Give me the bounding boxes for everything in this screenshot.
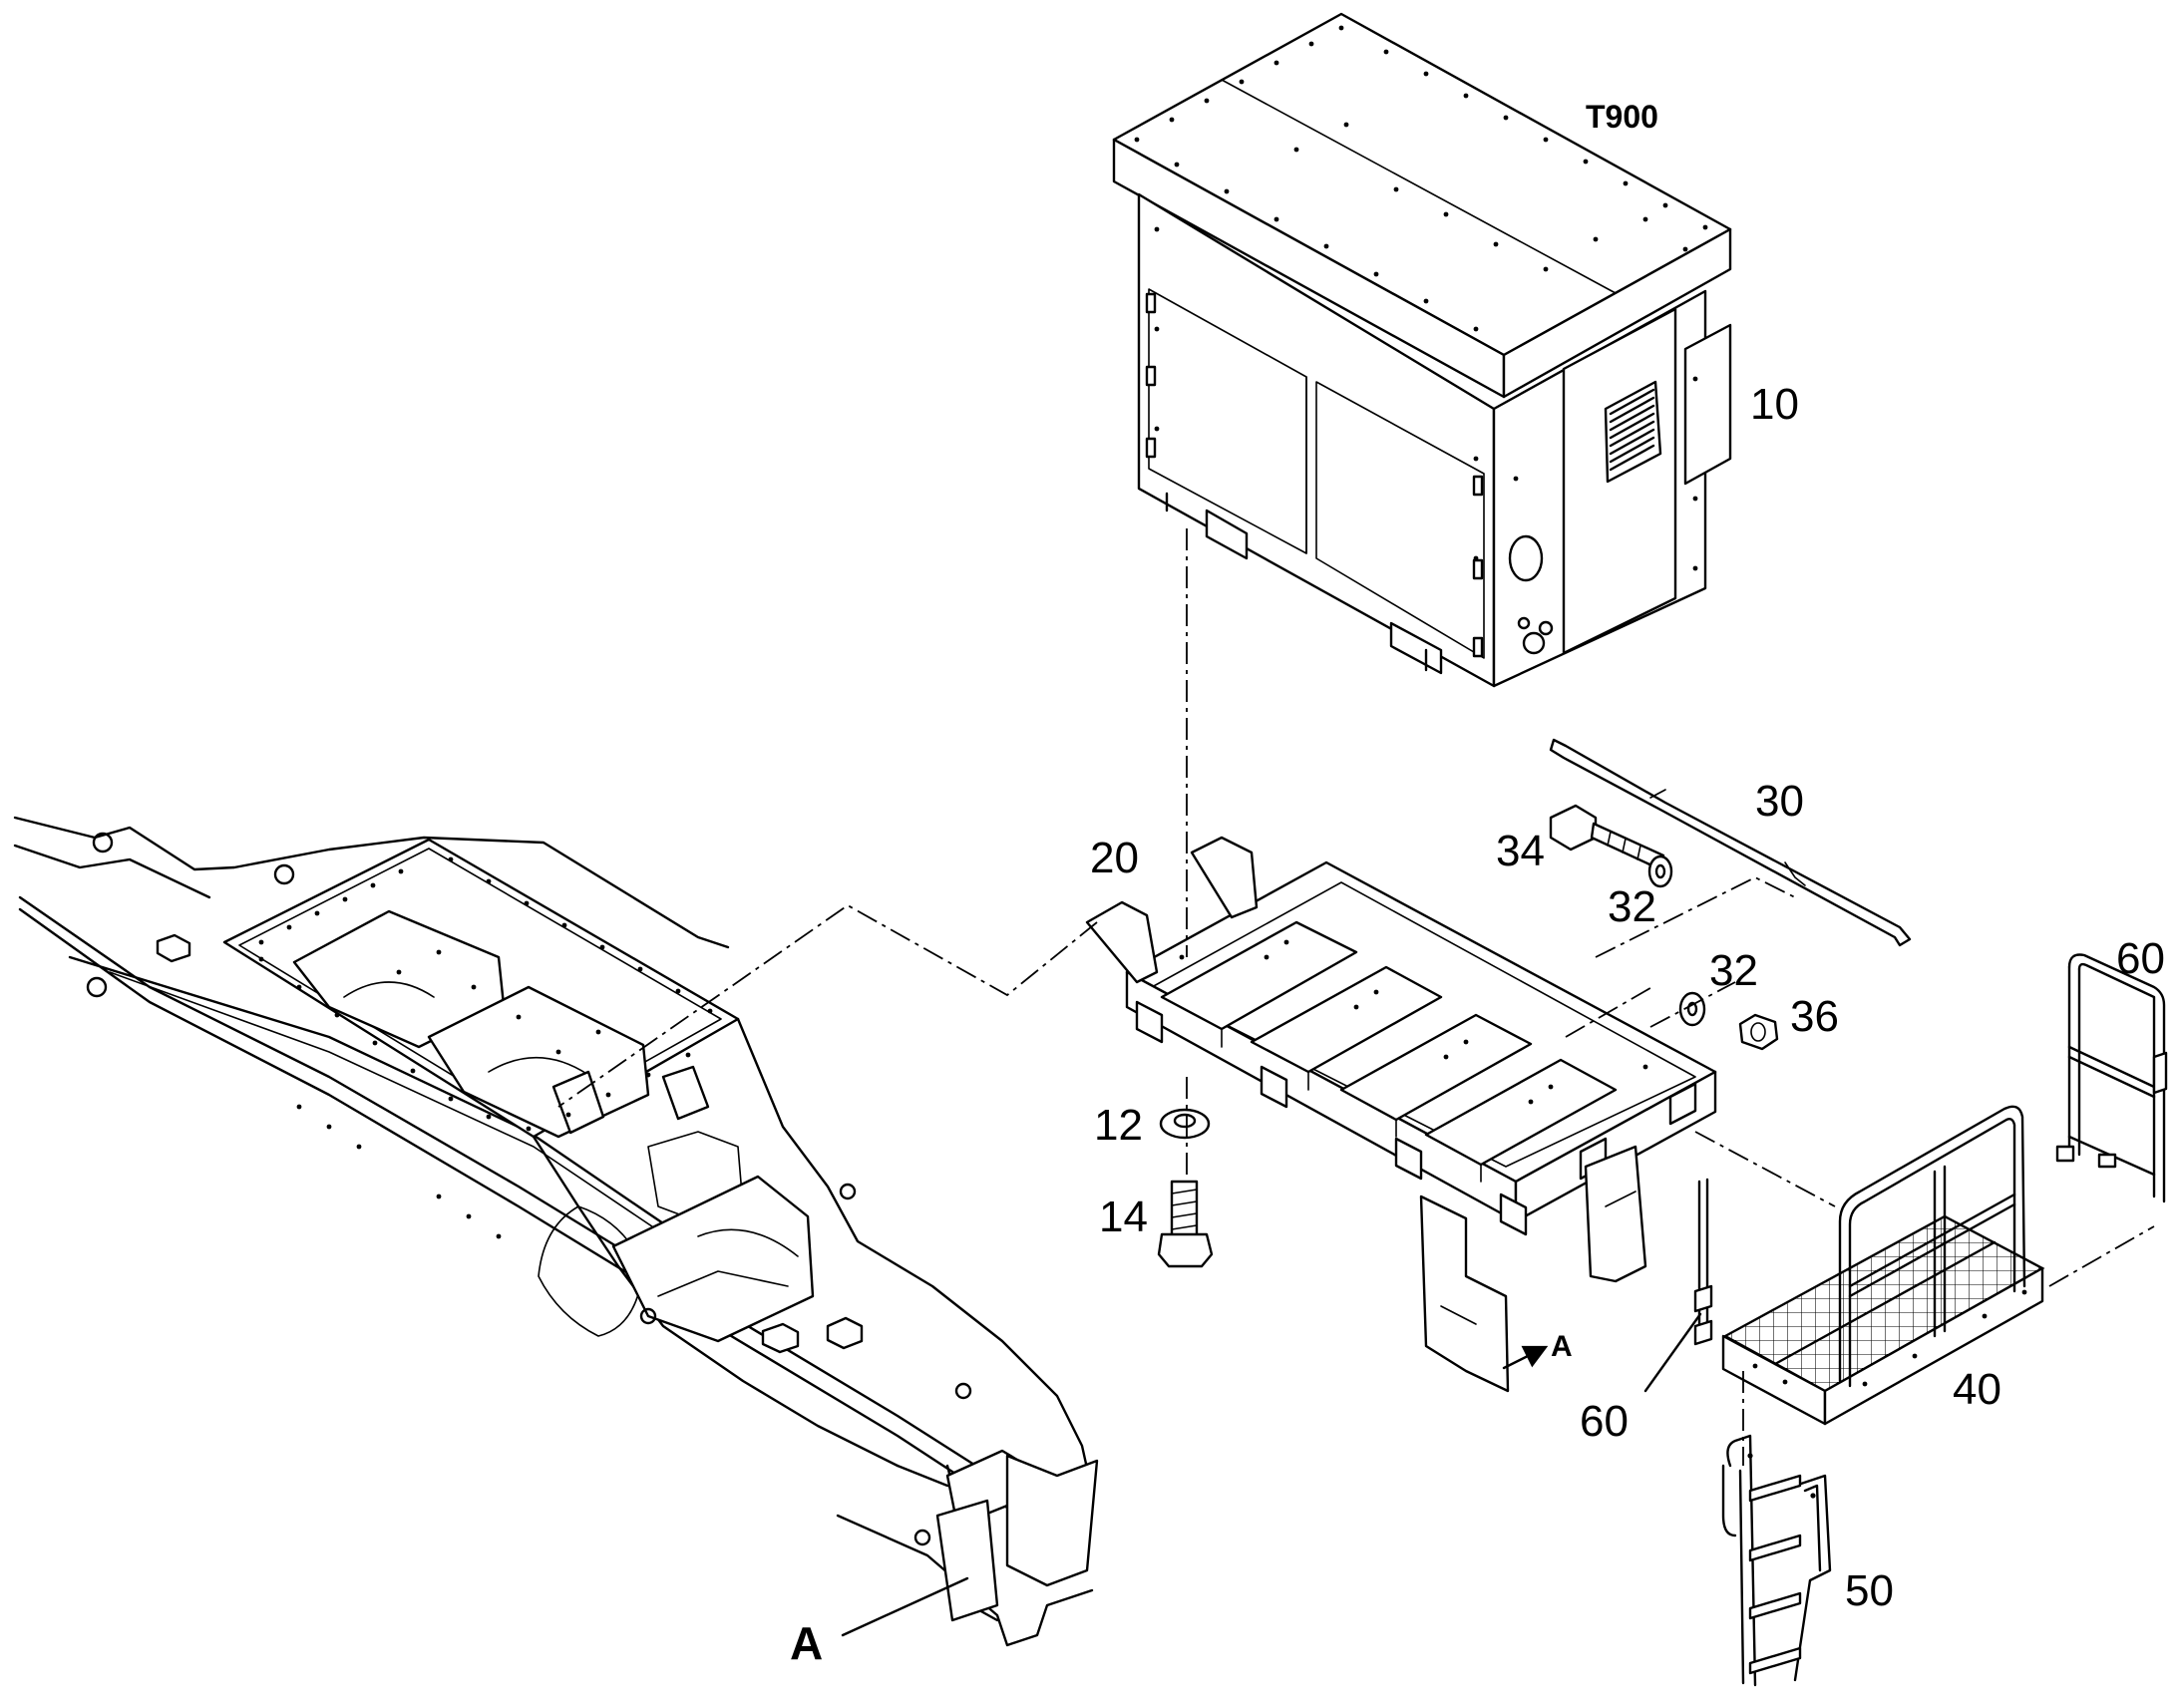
- cover-strip: [1549, 738, 1912, 947]
- callout-20: 20: [1090, 834, 1139, 882]
- vent-louvre: [1609, 388, 1655, 472]
- callout-32-lower: 32: [1709, 946, 1758, 995]
- electrical-cabinet: [1112, 12, 1732, 688]
- walkway-platform: [1721, 1105, 2045, 1426]
- callout-30: 30: [1755, 777, 1804, 826]
- view-marker-A: A: [790, 1617, 823, 1669]
- leader-line-A: [841, 1576, 969, 1637]
- callout-12: 12: [1094, 1101, 1143, 1150]
- cabinet-title: T900: [1586, 99, 1658, 135]
- callout-32-upper: 32: [1608, 882, 1656, 931]
- chassis-frame: [13, 816, 1099, 1647]
- top-plate-rivets: [258, 856, 713, 1239]
- side-handrail: [2055, 953, 2168, 1203]
- callout-34: 34: [1496, 827, 1545, 875]
- fasteners-upper: [1549, 804, 1779, 1051]
- view-marker-A-small: A: [1551, 1330, 1573, 1363]
- callout-14: 14: [1099, 1193, 1148, 1241]
- callout-60-rod: 60: [1580, 1397, 1629, 1446]
- callout-40: 40: [1953, 1365, 2001, 1414]
- callout-50: 50: [1845, 1566, 1894, 1615]
- fasteners-lower: [1157, 1108, 1214, 1268]
- callout-36: 36: [1790, 992, 1839, 1041]
- view-arrow-A: [1502, 1345, 1549, 1370]
- leader-line-60: [1643, 1312, 1702, 1393]
- mounting-frame: [1085, 836, 1717, 1393]
- grab-rod: [1693, 1178, 1713, 1346]
- access-ladder: [1721, 1434, 1832, 1687]
- callout-10: 10: [1750, 380, 1799, 429]
- assembly-centerlines: [557, 528, 2155, 1466]
- cabinet-rivets: [1134, 25, 1708, 651]
- callout-60-handrail: 60: [2116, 934, 2165, 983]
